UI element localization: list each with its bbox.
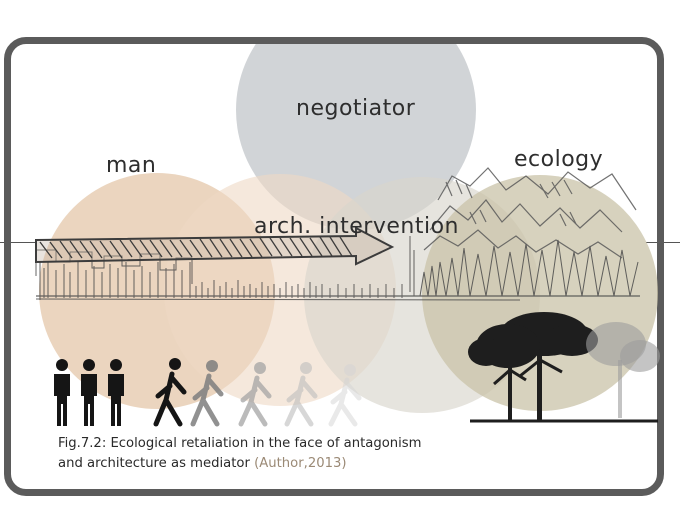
tree-icon-faded — [586, 322, 660, 418]
figure-caption: Fig.7.2: Ecological retaliation in the f… — [58, 434, 578, 474]
diagram-frame — [4, 37, 664, 496]
walking-person-icon — [190, 360, 224, 427]
negotiator-circle — [236, 44, 476, 230]
caption-citation: (Author,2013) — [254, 456, 347, 471]
tree-icon — [468, 312, 598, 420]
walking-person-icon — [328, 364, 362, 427]
man-label: man — [106, 153, 157, 178]
caption-line-2: and architecture as mediator (Author,201… — [58, 454, 578, 474]
standing-person-icon — [54, 359, 70, 426]
ecology-label: ecology — [514, 147, 604, 172]
negotiator-label: negotiator — [296, 96, 416, 121]
caption-line-2-text: and architecture as mediator — [58, 456, 250, 471]
arrow-icon — [35, 226, 395, 266]
walking-person-icon — [153, 358, 187, 427]
left-edge-line — [0, 242, 36, 243]
caption-line-1: Fig.7.2: Ecological retaliation in the f… — [58, 436, 422, 451]
standing-person-icon — [108, 359, 124, 426]
intervention-label: arch. intervention — [254, 214, 459, 239]
walking-person-icon — [238, 362, 272, 427]
ecology-sketch — [423, 167, 637, 259]
standing-person-icon — [81, 359, 97, 426]
walking-person-icon — [284, 362, 318, 427]
